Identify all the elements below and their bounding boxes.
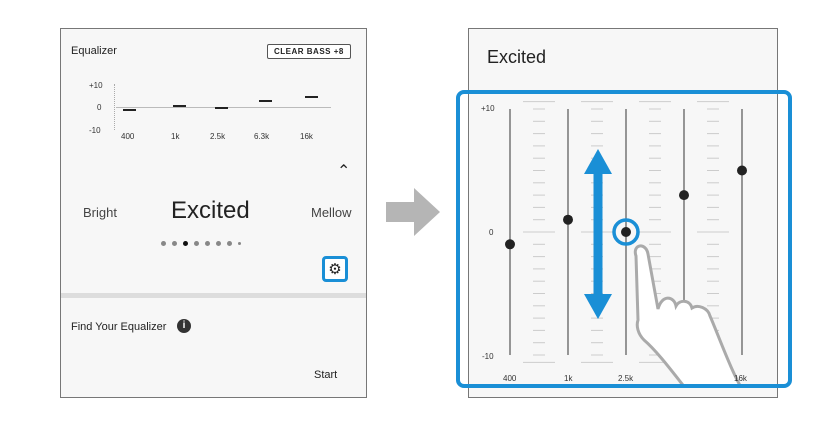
- band-label: 1k: [564, 374, 573, 383]
- gear-icon[interactable]: ⚙: [322, 256, 348, 282]
- slider-knob[interactable]: [621, 227, 631, 237]
- band-label: 400: [121, 132, 135, 141]
- clear-bass-badge[interactable]: CLEAR BASS +8: [267, 44, 351, 59]
- selected-knob-ring: [612, 218, 640, 246]
- slider-knob[interactable]: [563, 214, 573, 225]
- band-label: 1k: [171, 132, 180, 141]
- page-dot[interactable]: [172, 241, 177, 246]
- page-dot[interactable]: [205, 241, 210, 246]
- tick-plus10: +10: [89, 81, 103, 90]
- page-dot[interactable]: [238, 242, 241, 245]
- band-label: 6.3k: [254, 132, 270, 141]
- page-dot[interactable]: [227, 241, 232, 246]
- hand-pointer-icon: [633, 244, 741, 384]
- tick-0: 0: [97, 103, 102, 112]
- detail-title: Excited: [487, 47, 547, 67]
- slider-highlight: [456, 90, 792, 388]
- slider-knob[interactable]: [679, 190, 689, 201]
- eq-band-bar: [173, 104, 186, 107]
- start-button[interactable]: Start: [314, 369, 338, 381]
- equalizer-detail-screen: Excited: [468, 28, 778, 398]
- page-dot[interactable]: [183, 241, 188, 246]
- equalizer-title: Equalizer: [71, 45, 117, 57]
- band-label: 400: [503, 374, 517, 383]
- arrow-down-icon: [584, 294, 612, 319]
- info-icon[interactable]: i: [177, 319, 191, 333]
- eq-band-bar: [123, 109, 136, 112]
- slider-knob[interactable]: [737, 165, 747, 176]
- band-label: 16k: [734, 374, 747, 383]
- eq-sliders[interactable]: [460, 94, 790, 384]
- band-label: 16k: [300, 132, 313, 141]
- tick-plus10: +10: [481, 104, 495, 113]
- tick-0: 0: [489, 228, 494, 237]
- find-equalizer-label: Find Your Equalizer: [71, 321, 167, 333]
- preset-prev[interactable]: Bright: [83, 205, 117, 220]
- band-label: 2.5k: [618, 374, 634, 383]
- arrow-right-icon: [386, 188, 440, 236]
- page-dot[interactable]: [216, 241, 221, 246]
- preset-current: Excited: [171, 197, 250, 224]
- eq-band-bar: [305, 95, 318, 98]
- chevron-up-icon[interactable]: ⌃: [337, 163, 351, 180]
- eq-band-bar: [215, 107, 228, 109]
- slider-knob[interactable]: [505, 239, 515, 250]
- band-label: 2.5k: [210, 132, 226, 141]
- tick-minus10: -10: [89, 126, 101, 135]
- eq-mini-chart: +10 0 -10 400 1k 2.5k 6.3k 16k: [69, 79, 349, 141]
- y-axis: [114, 84, 116, 130]
- eq-band-bar: [259, 100, 272, 103]
- divider: [61, 293, 366, 298]
- page-indicator[interactable]: [161, 241, 241, 246]
- arrow-up-icon: [584, 149, 612, 174]
- tick-minus10: -10: [482, 352, 494, 361]
- preset-next[interactable]: Mellow: [311, 205, 352, 220]
- equalizer-screen: Equalizer CLEAR BASS +8 +10 0 -10 400 1k…: [60, 28, 367, 398]
- page-dot[interactable]: [194, 241, 199, 246]
- page-dot[interactable]: [161, 241, 166, 246]
